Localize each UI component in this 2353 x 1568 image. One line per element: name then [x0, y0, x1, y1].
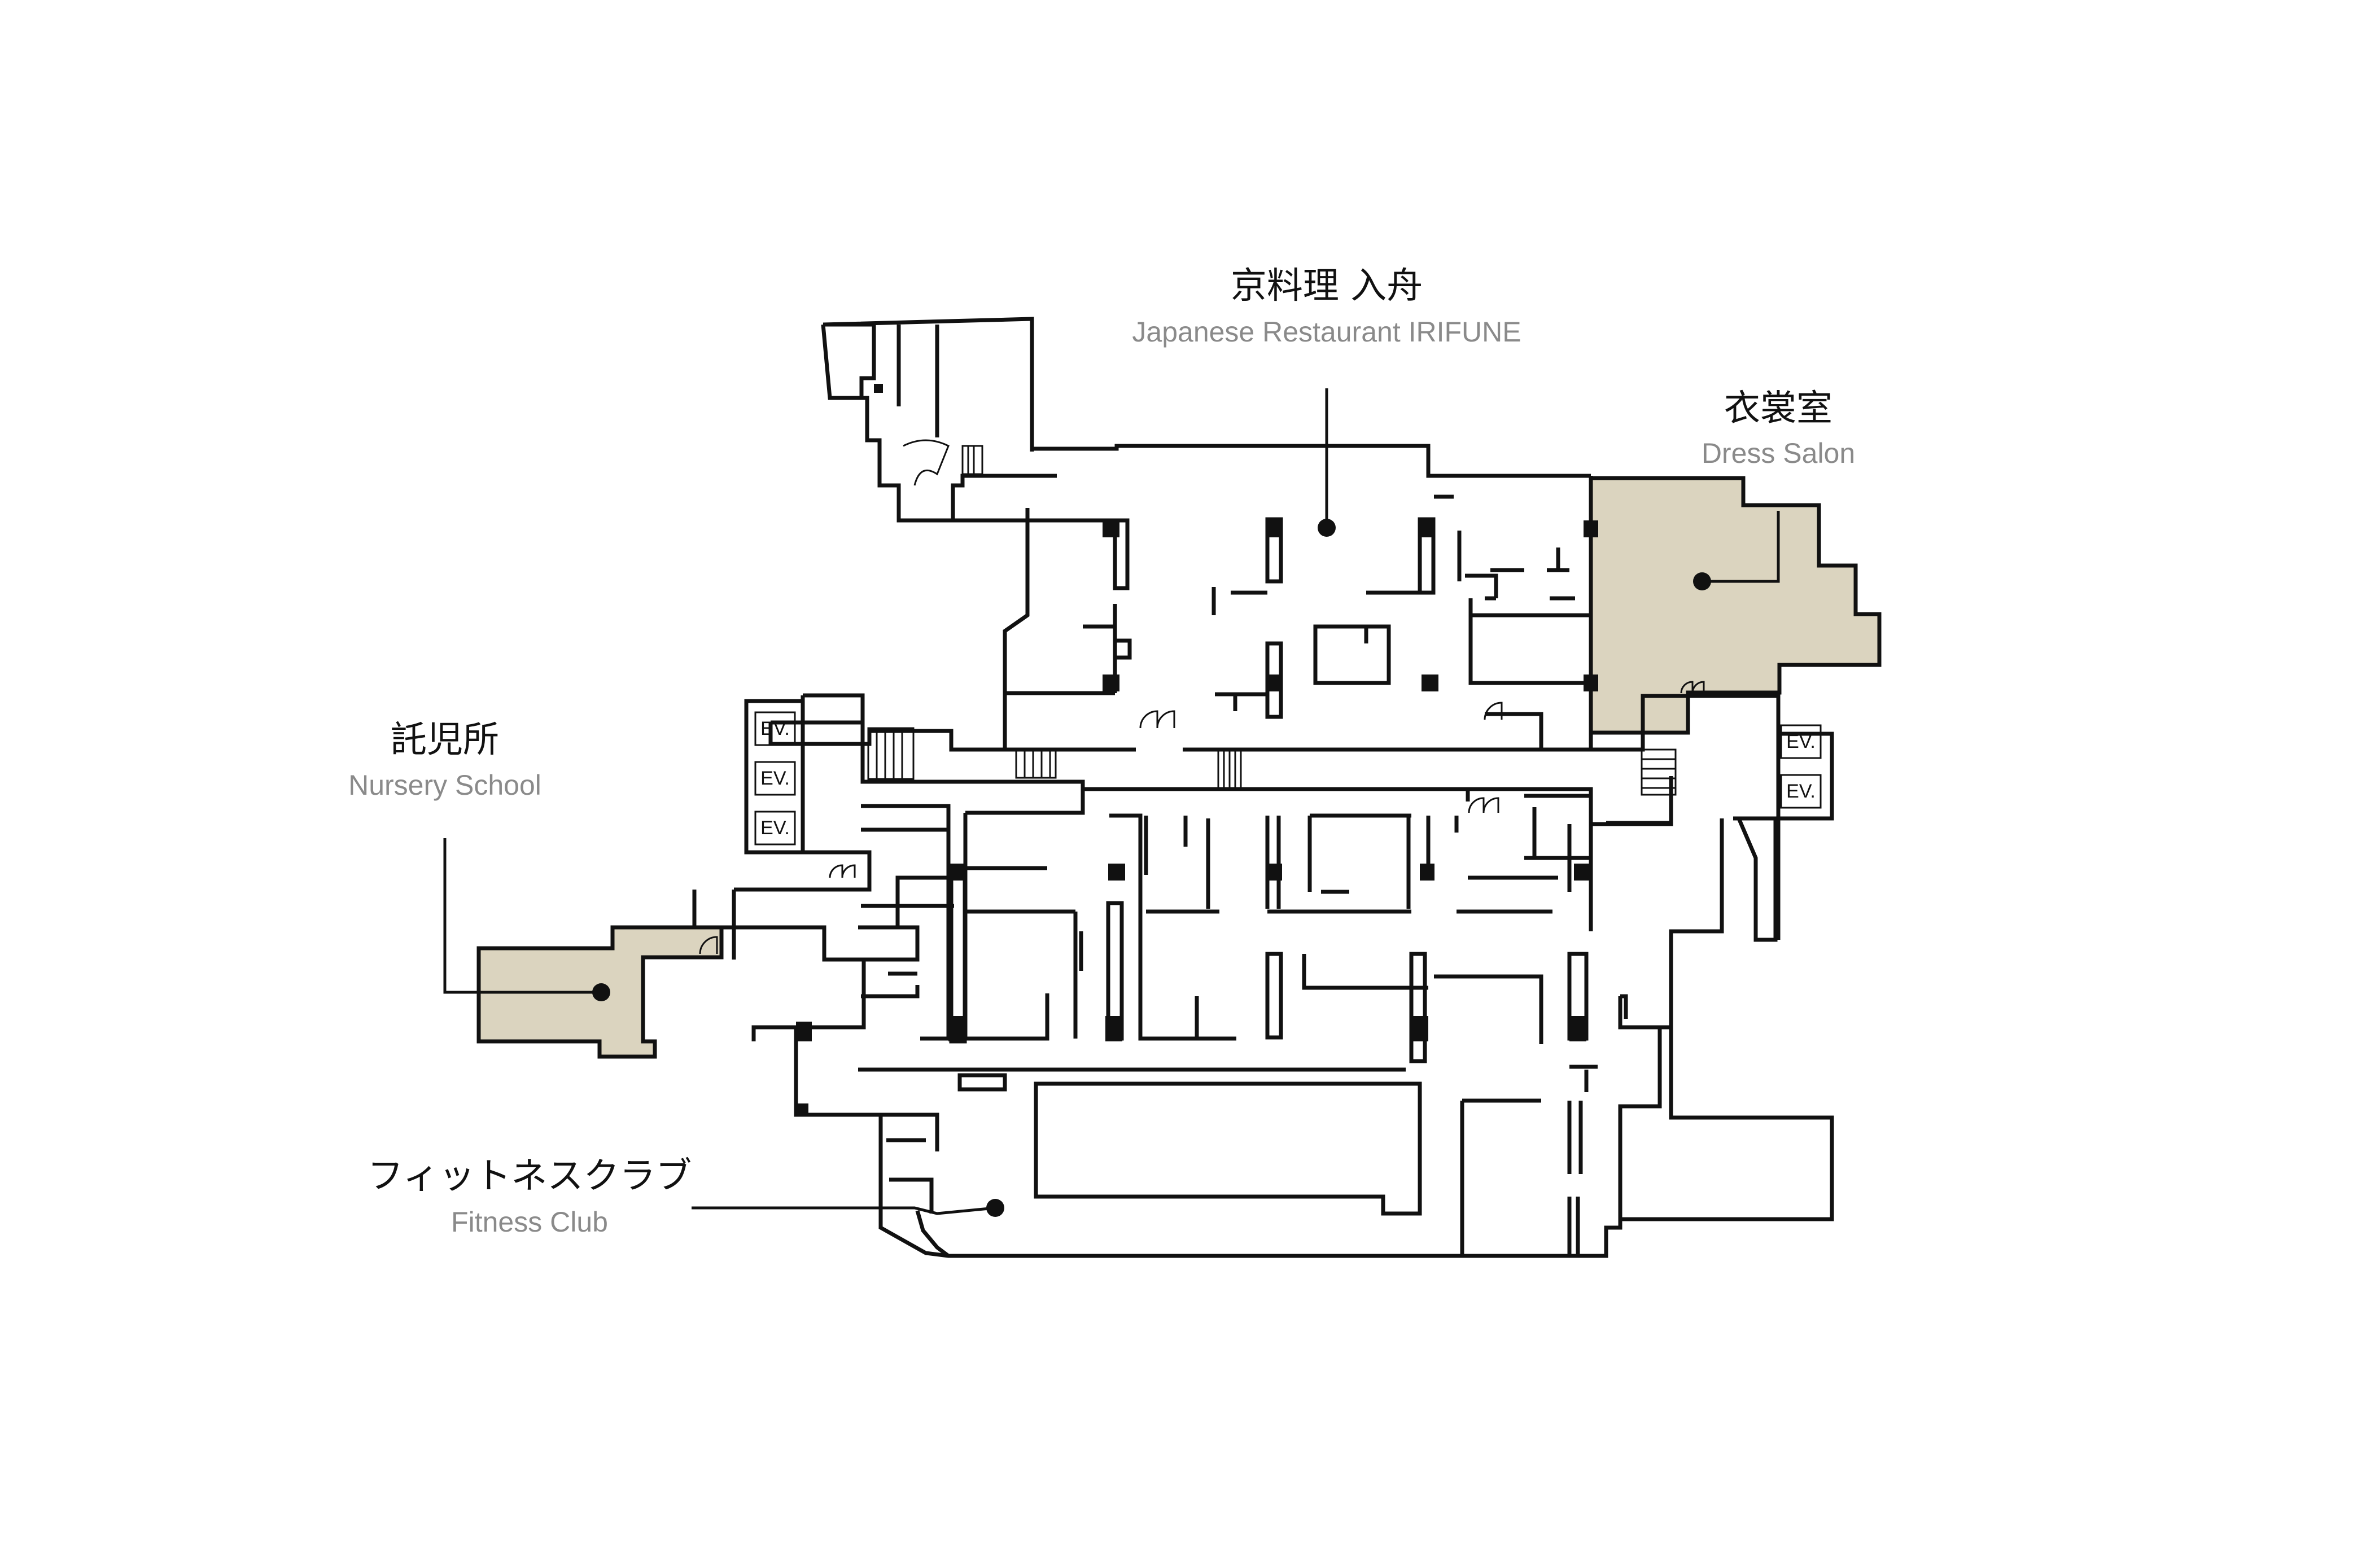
elevator-label: EV.	[1786, 781, 1816, 802]
leader-lines	[443, 388, 1780, 1215]
nursery-label-en: Nursery School	[348, 769, 541, 801]
elevators-right: EV. EV.	[1780, 724, 1822, 809]
dress-salon-label-en: Dress Salon	[1702, 437, 1855, 469]
restaurant-label-en: Japanese Restaurant IRIFUNE	[1132, 316, 1521, 348]
dress-salon-label-jp: 衣裳室	[1724, 388, 1832, 430]
elevator-box	[1780, 774, 1822, 809]
elevator-label: EV.	[760, 768, 790, 789]
nursery-label-jp: 託児所	[391, 719, 499, 761]
fitness-marker[interactable]	[986, 1199, 1004, 1217]
elevator-box	[754, 761, 796, 796]
doors	[699, 681, 1705, 954]
elevator-label: EV.	[1786, 731, 1816, 752]
elevator-box	[754, 811, 796, 846]
elevator-box	[754, 711, 796, 746]
structural-columns	[796, 384, 1598, 1116]
restaurant-label-jp: 京料理 入舟	[1231, 265, 1423, 307]
dress-salon-marker[interactable]	[1693, 572, 1711, 590]
elevator-label: EV.	[760, 817, 790, 839]
dress-salon-area[interactable]	[1589, 476, 1882, 735]
stairs	[867, 439, 1677, 796]
restaurant-marker[interactable]	[1318, 519, 1336, 537]
nursery-marker[interactable]	[592, 983, 610, 1001]
elevators-left: EV. EV. EV.	[754, 711, 796, 846]
elevator-label: EV.	[760, 718, 790, 739]
elevator-box	[1780, 724, 1822, 759]
fitness-label-jp: フィットネスクラブ	[368, 1155, 692, 1197]
fitness-label-en: Fitness Club	[451, 1206, 608, 1238]
